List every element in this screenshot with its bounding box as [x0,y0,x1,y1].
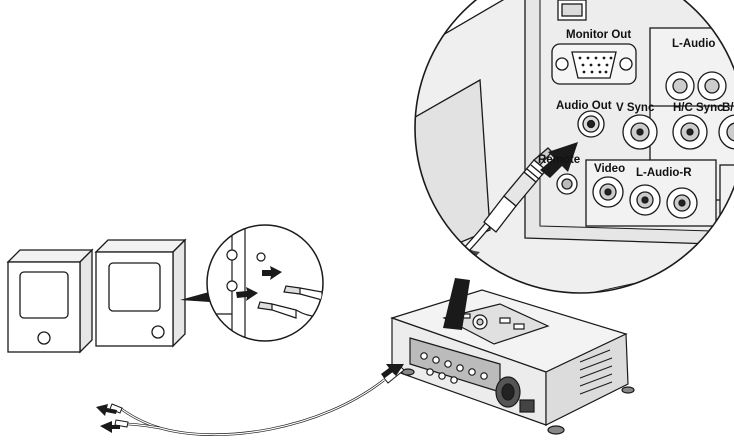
speaker-input-callout [206,224,324,342]
video-label: Video [594,163,625,175]
left-speaker-icon [6,248,94,354]
callout-pointer [180,292,210,302]
projector-icon [390,289,635,435]
push-arrow-icon [262,266,282,280]
audio-lr-bottom-label: L-Audio-R [636,167,692,179]
remote-label: Remote [538,154,580,166]
audio-out-label: Audio Out [556,100,612,112]
b-partial-label: B/ [722,102,734,114]
right-speaker-icon [94,238,187,348]
v-sync-label: V Sync [616,102,655,114]
push-arrow-icon [100,421,120,433]
rca-plug-icon [109,403,129,428]
zoom-pointer [443,278,470,330]
push-arrow-icon [96,404,117,416]
rear-panel-zoom-callout: Monitor Out Audio Out V Sync H/C Sync B/… [414,0,734,294]
push-arrow-icon [236,287,258,301]
push-arrow-icon [381,364,404,378]
push-arrow-icon [540,142,578,178]
hc-sync-label: H/C Sync [673,102,724,114]
audio-cable [119,378,385,437]
audio-lr-top-label: L-Audio [672,38,715,50]
monitor-out-label: Monitor Out [566,29,631,41]
